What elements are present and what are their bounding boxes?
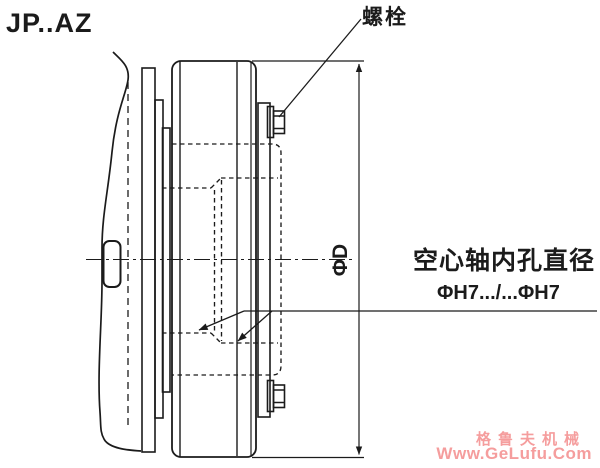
bolt-bottom [266,379,286,413]
hollow-shaft-bore-title: 空心轴内孔直径 [413,247,596,275]
bolt-leader-line [278,18,362,118]
model-code-label: JP..AZ [6,8,93,38]
machine-break-line [98,51,142,452]
bolt-top [266,105,286,139]
bolt-callout-label: 螺栓 [362,6,408,29]
outer-diameter-dimension [252,60,364,459]
bore-leader-lines [198,310,597,342]
outer-diameter-label: ΦD [329,243,352,277]
bore-tolerance-spec: ΦH7.../...ΦH7 [437,282,560,304]
shaft-end-slot [102,240,122,288]
hollow-shaft-bore-hidden-lines [162,143,282,376]
watermark-brand: 格鲁夫机械 [475,431,586,448]
watermark-url: Www.GeLufu.Com [436,444,592,463]
